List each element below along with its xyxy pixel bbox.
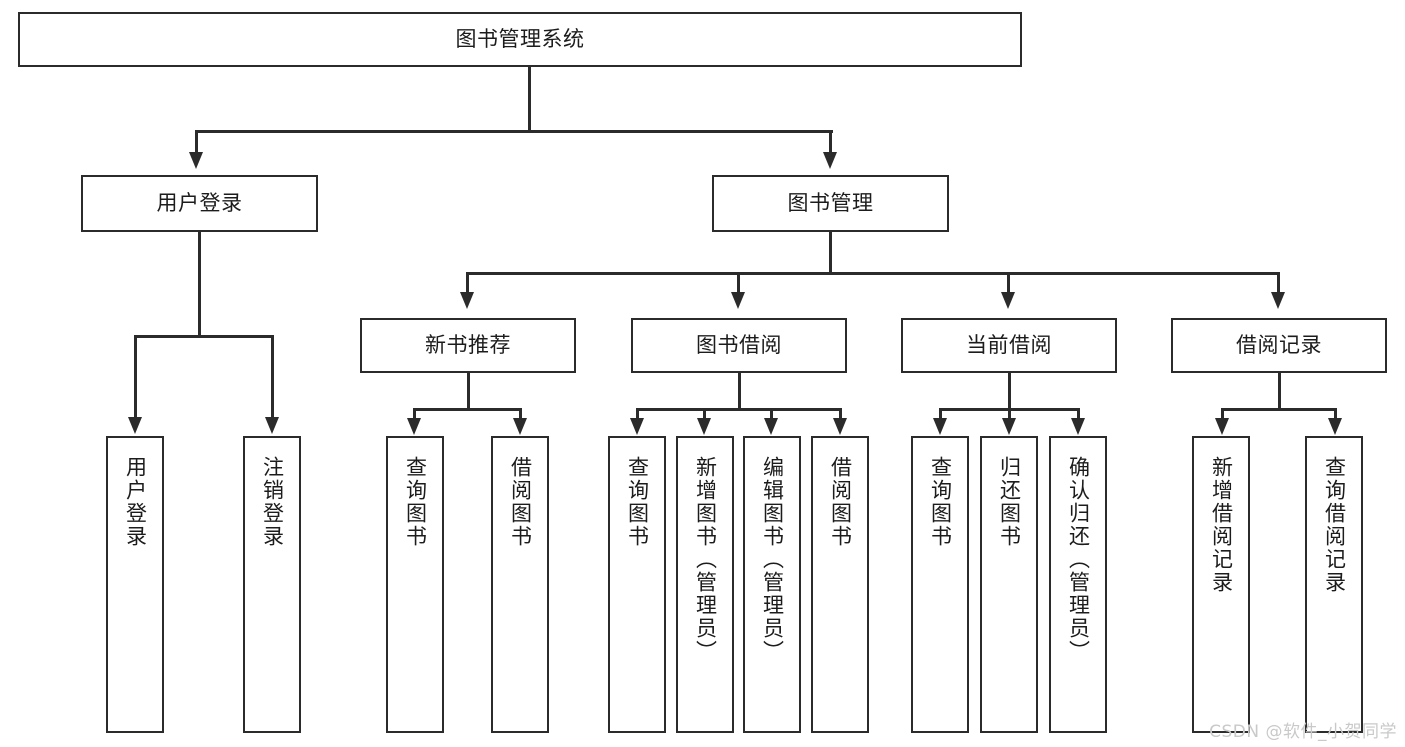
node-borrow-record[interactable]: 借阅记录 (1171, 318, 1387, 373)
connector-root-stem (528, 67, 531, 132)
node-book-management[interactable]: 图书管理 (712, 175, 949, 232)
node-label: 借阅图书 (828, 456, 853, 548)
node-leaf-query-book-2[interactable]: 查询图书 (608, 436, 666, 733)
node-label: 借阅图书 (508, 456, 533, 548)
arrowhead-to-leaf-query-book-2 (630, 418, 644, 435)
node-leaf-return-book[interactable]: 归还图书 (980, 436, 1038, 733)
arrowhead-to-leaf-query-record (1328, 418, 1342, 435)
node-label: 当前借阅 (966, 333, 1052, 358)
node-label: 查询图书 (928, 456, 953, 548)
node-leaf-query-record[interactable]: 查询借阅记录 (1305, 436, 1363, 733)
connector-book-borrow-stem (738, 373, 741, 411)
connector-level2-bus (196, 130, 833, 133)
connector-to-leaf-query-book-2 (636, 408, 639, 420)
connector-to-leaf-return-book (1008, 408, 1011, 420)
arrowhead-to-new-book-recommend (460, 292, 474, 309)
arrowhead-to-leaf-edit-book (764, 418, 778, 435)
node-book-borrow[interactable]: 图书借阅 (631, 318, 847, 373)
connector-to-leaf-query-record (1334, 408, 1337, 420)
connector-to-leaf-user-login (134, 335, 137, 419)
arrowhead-to-leaf-add-record (1215, 418, 1229, 435)
connector-user-login-stem (198, 232, 201, 338)
connector-to-current-borrow (1007, 272, 1010, 294)
connector-new-book-recommend-stem (467, 373, 470, 411)
node-leaf-user-login[interactable]: 用户登录 (106, 436, 164, 733)
node-leaf-edit-book[interactable]: 编辑图书（管理员） (743, 436, 801, 733)
connector-to-leaf-edit-book (770, 408, 773, 420)
connector-user-login-bus (135, 335, 274, 338)
connector-to-book-borrow (737, 272, 740, 294)
connector-book-management-stem (829, 232, 832, 275)
arrowhead-to-leaf-confirm-return (1071, 418, 1085, 435)
arrowhead-to-borrow-record (1271, 292, 1285, 309)
node-label: 新增借阅记录 (1209, 456, 1234, 594)
node-leaf-query-book-1[interactable]: 查询图书 (386, 436, 444, 733)
node-current-borrow[interactable]: 当前借阅 (901, 318, 1117, 373)
arrowhead-to-book-borrow (731, 292, 745, 309)
connector-book-borrow-bus (637, 408, 841, 411)
node-leaf-confirm-return[interactable]: 确认归还（管理员） (1049, 436, 1107, 733)
connector-to-leaf-query-book-3 (939, 408, 942, 420)
node-label: 图书管理 (787, 191, 874, 216)
node-label: 新增图书（管理员） (693, 456, 718, 663)
connector-to-leaf-add-record (1221, 408, 1224, 420)
arrowhead-to-user-login (189, 152, 203, 169)
arrowhead-to-leaf-user-login (128, 417, 142, 434)
watermark: CSDN @软件_小贺同学 (1209, 722, 1397, 742)
node-label: 图书管理系统 (455, 27, 585, 52)
node-leaf-borrow-book-2[interactable]: 借阅图书 (811, 436, 869, 733)
connector-to-user-login (195, 130, 198, 155)
arrowhead-to-leaf-logout (265, 417, 279, 434)
node-label: 查询图书 (625, 456, 650, 548)
node-root-book-management-system[interactable]: 图书管理系统 (18, 12, 1022, 67)
connector-to-new-book-recommend (466, 272, 469, 294)
node-label: 查询借阅记录 (1322, 456, 1347, 594)
arrowhead-to-leaf-query-book-3 (933, 418, 947, 435)
connector-to-leaf-confirm-return (1077, 408, 1080, 420)
connector-to-leaf-borrow-book-1 (519, 408, 522, 420)
connector-new-book-recommend-bus (414, 408, 521, 411)
node-label: 借阅记录 (1236, 333, 1322, 358)
node-new-book-recommend[interactable]: 新书推荐 (360, 318, 576, 373)
connector-level3-bus (467, 272, 1279, 275)
node-label: 用户登录 (123, 456, 148, 548)
connector-to-leaf-query-book-1 (413, 408, 416, 420)
arrowhead-to-leaf-borrow-book-2 (833, 418, 847, 435)
node-leaf-add-book[interactable]: 新增图书（管理员） (676, 436, 734, 733)
connector-to-leaf-add-book (703, 408, 706, 420)
node-label: 新书推荐 (425, 333, 511, 358)
connector-current-borrow-stem (1008, 373, 1011, 411)
arrowhead-to-current-borrow (1001, 292, 1015, 309)
node-label: 注销登录 (260, 456, 285, 548)
connector-to-borrow-record (1277, 272, 1280, 294)
node-label: 归还图书 (997, 456, 1022, 548)
connector-to-book-management (829, 130, 832, 155)
node-label: 查询图书 (403, 456, 428, 548)
node-label: 用户登录 (156, 191, 243, 216)
node-user-login[interactable]: 用户登录 (81, 175, 318, 232)
node-label: 确认归还（管理员） (1066, 456, 1091, 663)
node-label: 编辑图书（管理员） (760, 456, 785, 663)
node-leaf-add-record[interactable]: 新增借阅记录 (1192, 436, 1250, 733)
arrowhead-to-leaf-borrow-book-1 (513, 418, 527, 435)
connector-borrow-record-stem (1278, 373, 1281, 411)
arrowhead-to-leaf-add-book (697, 418, 711, 435)
arrowhead-to-leaf-query-book-1 (407, 418, 421, 435)
node-label: 图书借阅 (696, 333, 782, 358)
arrowhead-to-book-management (823, 152, 837, 169)
connector-borrow-record-bus (1222, 408, 1336, 411)
node-leaf-query-book-3[interactable]: 查询图书 (911, 436, 969, 733)
connector-to-leaf-logout (271, 335, 274, 419)
node-leaf-borrow-book-1[interactable]: 借阅图书 (491, 436, 549, 733)
node-leaf-logout[interactable]: 注销登录 (243, 436, 301, 733)
arrowhead-to-leaf-return-book (1002, 418, 1016, 435)
connector-to-leaf-borrow-book-2 (839, 408, 842, 420)
